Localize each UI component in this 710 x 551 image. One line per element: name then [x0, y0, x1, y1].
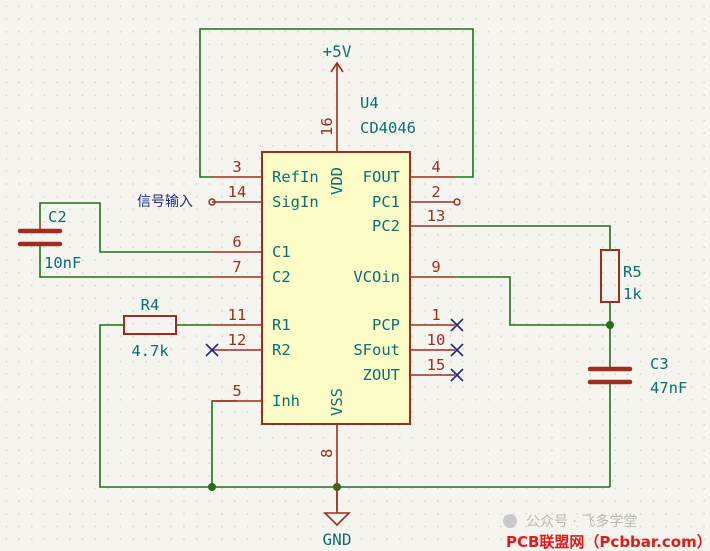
pin-name-pc1: PC1: [372, 193, 400, 211]
pin-num-10: 10: [427, 331, 446, 349]
pin-name-sigin: SigIn: [272, 193, 319, 211]
pin-num-7: 7: [232, 258, 241, 276]
c2-value: 10nF: [44, 254, 81, 272]
r5-ref: R5: [623, 263, 642, 281]
pin-name-sfout: SFout: [353, 341, 400, 359]
r4-resistor: [123, 315, 177, 335]
c2-capacitor: [17, 228, 63, 247]
vcc-label: +5V: [323, 42, 352, 61]
gnd-symbol: [323, 487, 351, 527]
c3-capacitor: [587, 366, 633, 385]
pin-num-15: 15: [427, 356, 446, 374]
pin-name-vcoin: VCOin: [353, 268, 400, 286]
pin-num-6: 6: [232, 233, 241, 251]
wechat-icon: [503, 514, 517, 528]
r5-resistor: [600, 249, 620, 303]
r5-value: 1k: [623, 285, 642, 303]
signal-input-label: 信号输入: [137, 194, 193, 210]
u4-body: [261, 151, 411, 425]
pin-name-r2: R2: [272, 341, 291, 359]
u4-part: CD4046: [360, 119, 416, 137]
pin-num-4: 4: [431, 158, 440, 176]
c3-ref: C3: [650, 355, 669, 373]
pin-name-c2: C2: [272, 268, 291, 286]
pin-num-3: 3: [232, 158, 241, 176]
pc1-terminal: [453, 198, 461, 206]
input-terminal: [208, 198, 216, 206]
u4-ref: U4: [360, 94, 379, 112]
watermark: 公众号 · 飞多学堂 PCB联盟网（Pcbbar.com）: [503, 513, 710, 551]
c3-value: 47nF: [650, 379, 687, 397]
pin-name-fout: FOUT: [363, 168, 400, 186]
pin-num-1: 1: [431, 306, 440, 324]
junctions: [208, 321, 614, 491]
watermark-site: PCB联盟网（Pcbbar.com）: [506, 533, 710, 551]
pin-name-vss: VSS: [328, 388, 346, 416]
pin-num-13: 13: [427, 207, 446, 225]
c2-ref: C2: [48, 208, 67, 226]
pin-lines: [212, 95, 455, 487]
pin-num-2: 2: [431, 183, 440, 201]
pin-num-12: 12: [228, 331, 247, 349]
pin-num-16: 16: [318, 117, 336, 136]
pin-num-9: 9: [431, 258, 440, 276]
pin-name-r1: R1: [272, 316, 291, 334]
wires: [39, 28, 611, 510]
pin-num-5: 5: [232, 382, 241, 400]
r4-value: 4.7k: [131, 342, 169, 360]
pin-name-c1: C1: [272, 243, 291, 261]
pin-name-refin: RefIn: [272, 168, 319, 186]
junction-dot: [606, 321, 614, 329]
pin-num-11: 11: [228, 306, 247, 324]
pin-name-vdd: VDD: [328, 167, 346, 195]
watermark-text: 公众号 · 飞多学堂: [526, 513, 637, 530]
vcc-symbol: [330, 61, 344, 95]
pin-name-inh: Inh: [272, 392, 300, 410]
pin-name-zout: ZOUT: [363, 366, 400, 384]
pin-name-pcp: PCP: [372, 316, 400, 334]
pin-num-8: 8: [318, 449, 336, 458]
r4-ref: R4: [141, 296, 160, 314]
pin-name-pc2: PC2: [372, 217, 400, 235]
gnd-label: GND: [323, 530, 352, 549]
no-connect-marks: [205, 318, 464, 382]
junction-dot: [208, 483, 216, 491]
pin-num-14: 14: [228, 183, 247, 201]
